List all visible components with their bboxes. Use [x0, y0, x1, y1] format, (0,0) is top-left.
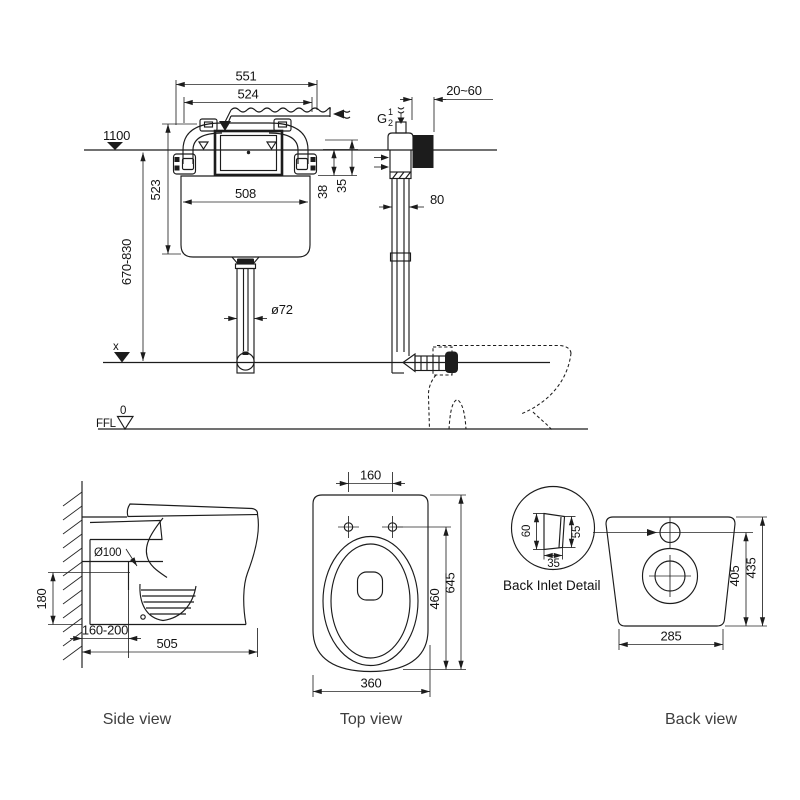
seat-hole-left — [338, 516, 359, 538]
seat-outer-ring — [322, 535, 419, 667]
dim-360: 360 — [360, 676, 381, 691]
overall-height-dim: 435 — [725, 516, 767, 627]
wall-section-block — [412, 135, 434, 168]
pan-top-outline — [312, 494, 429, 673]
cistern-frame — [182, 122, 309, 164]
width-dim: 360 — [312, 645, 431, 697]
water-level-mark-right — [265, 141, 278, 151]
top-bracket-left — [199, 118, 218, 132]
base-width-dim: 285 — [618, 629, 724, 650]
water-supply-arrow-icon — [333, 109, 351, 119]
back-view: 405 435 285 60 55 — [503, 485, 767, 728]
flush-inlet-hole — [356, 571, 384, 601]
dim-20-60: 20~60 — [446, 83, 482, 98]
dim-o100: Ø100 — [94, 547, 121, 559]
dim-645: 645 — [443, 572, 458, 593]
pan-back-outline — [605, 516, 736, 627]
hidden-pan-outline — [427, 344, 572, 430]
inlet-hose — [219, 107, 331, 131]
dim-285: 285 — [660, 629, 681, 644]
dim-35: 35 — [334, 179, 349, 193]
floor-marker-triangle — [114, 352, 130, 363]
thread-g: G — [377, 111, 387, 126]
depth-dim: 505 — [82, 628, 258, 657]
ffl-label: FFL — [96, 418, 117, 430]
dim-435: 435 — [744, 557, 759, 578]
back-view-label: Back view — [665, 711, 737, 728]
mounting-foot-right — [293, 153, 318, 175]
flush-pipe-down — [236, 267, 255, 374]
hole-spacing-dim: 160 — [336, 468, 405, 492]
top-view-label: Top view — [340, 711, 403, 728]
o100-leader — [125, 548, 138, 567]
setout-dim: 160-200 — [70, 590, 141, 658]
wall-thickness-dim: 20~60 — [400, 83, 493, 132]
wall-hatching — [62, 481, 83, 668]
pipe-diameter-dim: ø72 — [224, 302, 293, 322]
inwall-pipe-view: 20~60 G 1 2 — [374, 83, 572, 430]
detail-leader-arrow — [647, 529, 657, 536]
floor-marker-x: x — [113, 341, 119, 353]
dim-160-200: 160-200 — [82, 623, 128, 638]
hose-elbow — [219, 121, 231, 131]
dim-505: 505 — [156, 636, 177, 651]
overall-length-dim: 645 — [430, 494, 466, 670]
dim-o72: ø72 — [271, 302, 293, 317]
thread-den: 2 — [388, 118, 393, 128]
dim-508: 508 — [235, 186, 256, 201]
seat-hole-right — [382, 516, 403, 538]
dim-1100: 1100 — [103, 128, 130, 143]
dim-38: 38 — [315, 185, 330, 199]
back-outlet — [641, 547, 699, 605]
dim-55: 55 — [571, 526, 583, 538]
dim-670-830: 670-830 — [119, 239, 134, 285]
thread-num: 1 — [388, 107, 393, 117]
fixing-hole — [140, 614, 146, 620]
dim-80: 80 — [430, 192, 444, 207]
mounting-foot-left — [172, 153, 197, 175]
dim-160: 160 — [360, 468, 381, 483]
pan-side-profile — [82, 503, 259, 626]
flush-valve-outlet — [231, 256, 260, 270]
installation-view: 1100 670-830 523 551 524 — [84, 69, 588, 431]
cistern-tank — [180, 175, 311, 258]
bowl-opening — [330, 543, 411, 659]
panel-center-dot — [246, 150, 251, 155]
water-level-mark-left — [197, 141, 210, 151]
inlet-height-dim: 405 — [727, 532, 749, 626]
dim-60: 60 — [521, 525, 533, 537]
dim-460: 460 — [427, 588, 442, 609]
side-view-label: Side view — [103, 711, 172, 728]
level-marker-1100 — [107, 142, 123, 150]
ffl-zero: 0 — [120, 405, 126, 417]
outlet-height-dim: 180 — [34, 572, 130, 625]
access-panel — [213, 129, 284, 177]
dim-551: 551 — [235, 69, 256, 84]
pipe-width-dim: 80 — [379, 192, 444, 210]
dim-524: 524 — [237, 87, 258, 102]
bowl-length-dim: 460 — [398, 526, 466, 670]
top-view: 160 460 645 360 Top view — [312, 468, 466, 728]
back-inlet-detail: 60 55 35 — [510, 485, 596, 571]
dim-inlet-35: 35 — [547, 558, 559, 570]
dim-405: 405 — [727, 565, 742, 586]
dim-523: 523 — [148, 179, 163, 200]
dim-180: 180 — [34, 588, 49, 609]
inlet-thread-label: G 1 2 — [377, 107, 405, 128]
back-inlet-detail-label: Back Inlet Detail — [503, 578, 601, 593]
side-view: Ø100 180 160-200 505 Side view — [34, 481, 259, 728]
ffl-triangle — [116, 415, 135, 431]
offset-dims: 38 35 — [315, 139, 358, 199]
